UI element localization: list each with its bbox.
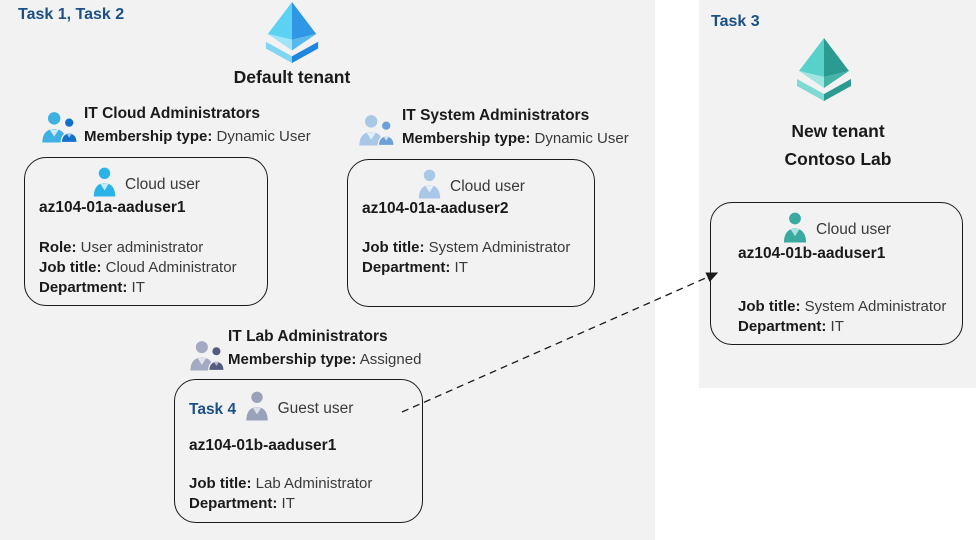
group-title: IT Cloud Administrators: [84, 105, 260, 122]
user-fields: Role: User administrator Job title: Clou…: [39, 238, 237, 298]
user-name: az104-01a-aaduser1: [39, 199, 186, 216]
guest-user-card: Task 4 Guest user az104-01b-aaduser1 Job…: [174, 379, 423, 523]
card-header: Cloud user: [25, 167, 267, 202]
user-name: az104-01a-aaduser2: [362, 200, 509, 217]
task4-label: Task 4: [189, 401, 237, 418]
membership-label: Membership type:: [84, 128, 213, 145]
membership-value: Dynamic User: [534, 130, 629, 147]
user-type-label: Cloud user: [125, 175, 200, 193]
group-title: IT System Administrators: [402, 107, 590, 124]
user-fields: Job title: System Administrator Departme…: [362, 238, 570, 278]
cloud-user-icon: [782, 212, 808, 248]
card-header: Guest user: [175, 391, 422, 426]
field-row: Job title: System Administrator: [738, 298, 947, 315]
field-row: Department: IT: [362, 259, 468, 276]
user-fields: Job title: Lab Administrator Department:…: [189, 474, 372, 514]
card-header: Cloud user: [711, 212, 962, 248]
task12-label: Task 1, Task 2: [18, 6, 125, 23]
group-membership-type: Membership type: Dynamic User: [84, 128, 311, 145]
default-tenant-name: Default tenant: [233, 67, 351, 87]
azure-ad-tenant-icon: [259, 2, 325, 69]
group-title: IT Lab Administrators: [228, 328, 388, 345]
new-tenant-panel: Task 3 New tenant Contoso Lab: [699, 0, 976, 388]
cloud-user-icon: [92, 167, 117, 202]
group-membership-type: Membership type: Assigned: [228, 351, 421, 368]
field-row: Role: User administrator: [39, 239, 204, 256]
azure-ad-tenant-icon-teal: [790, 38, 858, 107]
default-tenant-panel: Task 1, Task 2 Default tenant: [0, 0, 655, 540]
new-tenant-org-name: Contoso Lab: [784, 149, 892, 169]
user-card: Cloud user az104-01b-aaduser1 Job title:…: [710, 202, 963, 345]
membership-value: Dynamic User: [216, 128, 311, 145]
field-row: Job title: System Administrator: [362, 239, 571, 256]
user-name: az104-01b-aaduser1: [189, 437, 337, 454]
user-fields: Job title: System Administrator Departme…: [738, 297, 946, 337]
membership-label: Membership type:: [228, 351, 357, 368]
field-row: Department: IT: [738, 318, 844, 335]
field-row: Job title: Lab Administrator: [189, 475, 373, 492]
user-type-label: Cloud user: [816, 221, 891, 238]
field-row: Department: IT: [39, 279, 145, 296]
user-type-label: Cloud user: [450, 177, 525, 195]
card-header: Cloud user: [348, 169, 594, 204]
user-name: az104-01b-aaduser1: [738, 245, 886, 262]
group-membership-type: Membership type: Dynamic User: [402, 130, 629, 147]
membership-label: Membership type:: [402, 130, 531, 147]
user-card: Cloud user az104-01a-aaduser1 Role: User…: [24, 157, 268, 306]
user-type-label: Guest user: [277, 399, 354, 417]
new-tenant-name: New tenant: [791, 121, 885, 141]
task3-label: Task 3: [711, 13, 760, 30]
user-group-icon: [358, 114, 396, 151]
user-group-icon: [41, 111, 79, 148]
user-card: Cloud user az104-01a-aaduser2 Job title:…: [347, 159, 595, 307]
user-group-icon: [189, 340, 226, 376]
guest-user-icon: [244, 391, 270, 426]
field-row: Department: IT: [189, 495, 295, 512]
field-row: Job title: Cloud Administrator: [39, 259, 237, 276]
cloud-user-icon: [417, 169, 442, 204]
membership-value: Assigned: [359, 351, 422, 368]
